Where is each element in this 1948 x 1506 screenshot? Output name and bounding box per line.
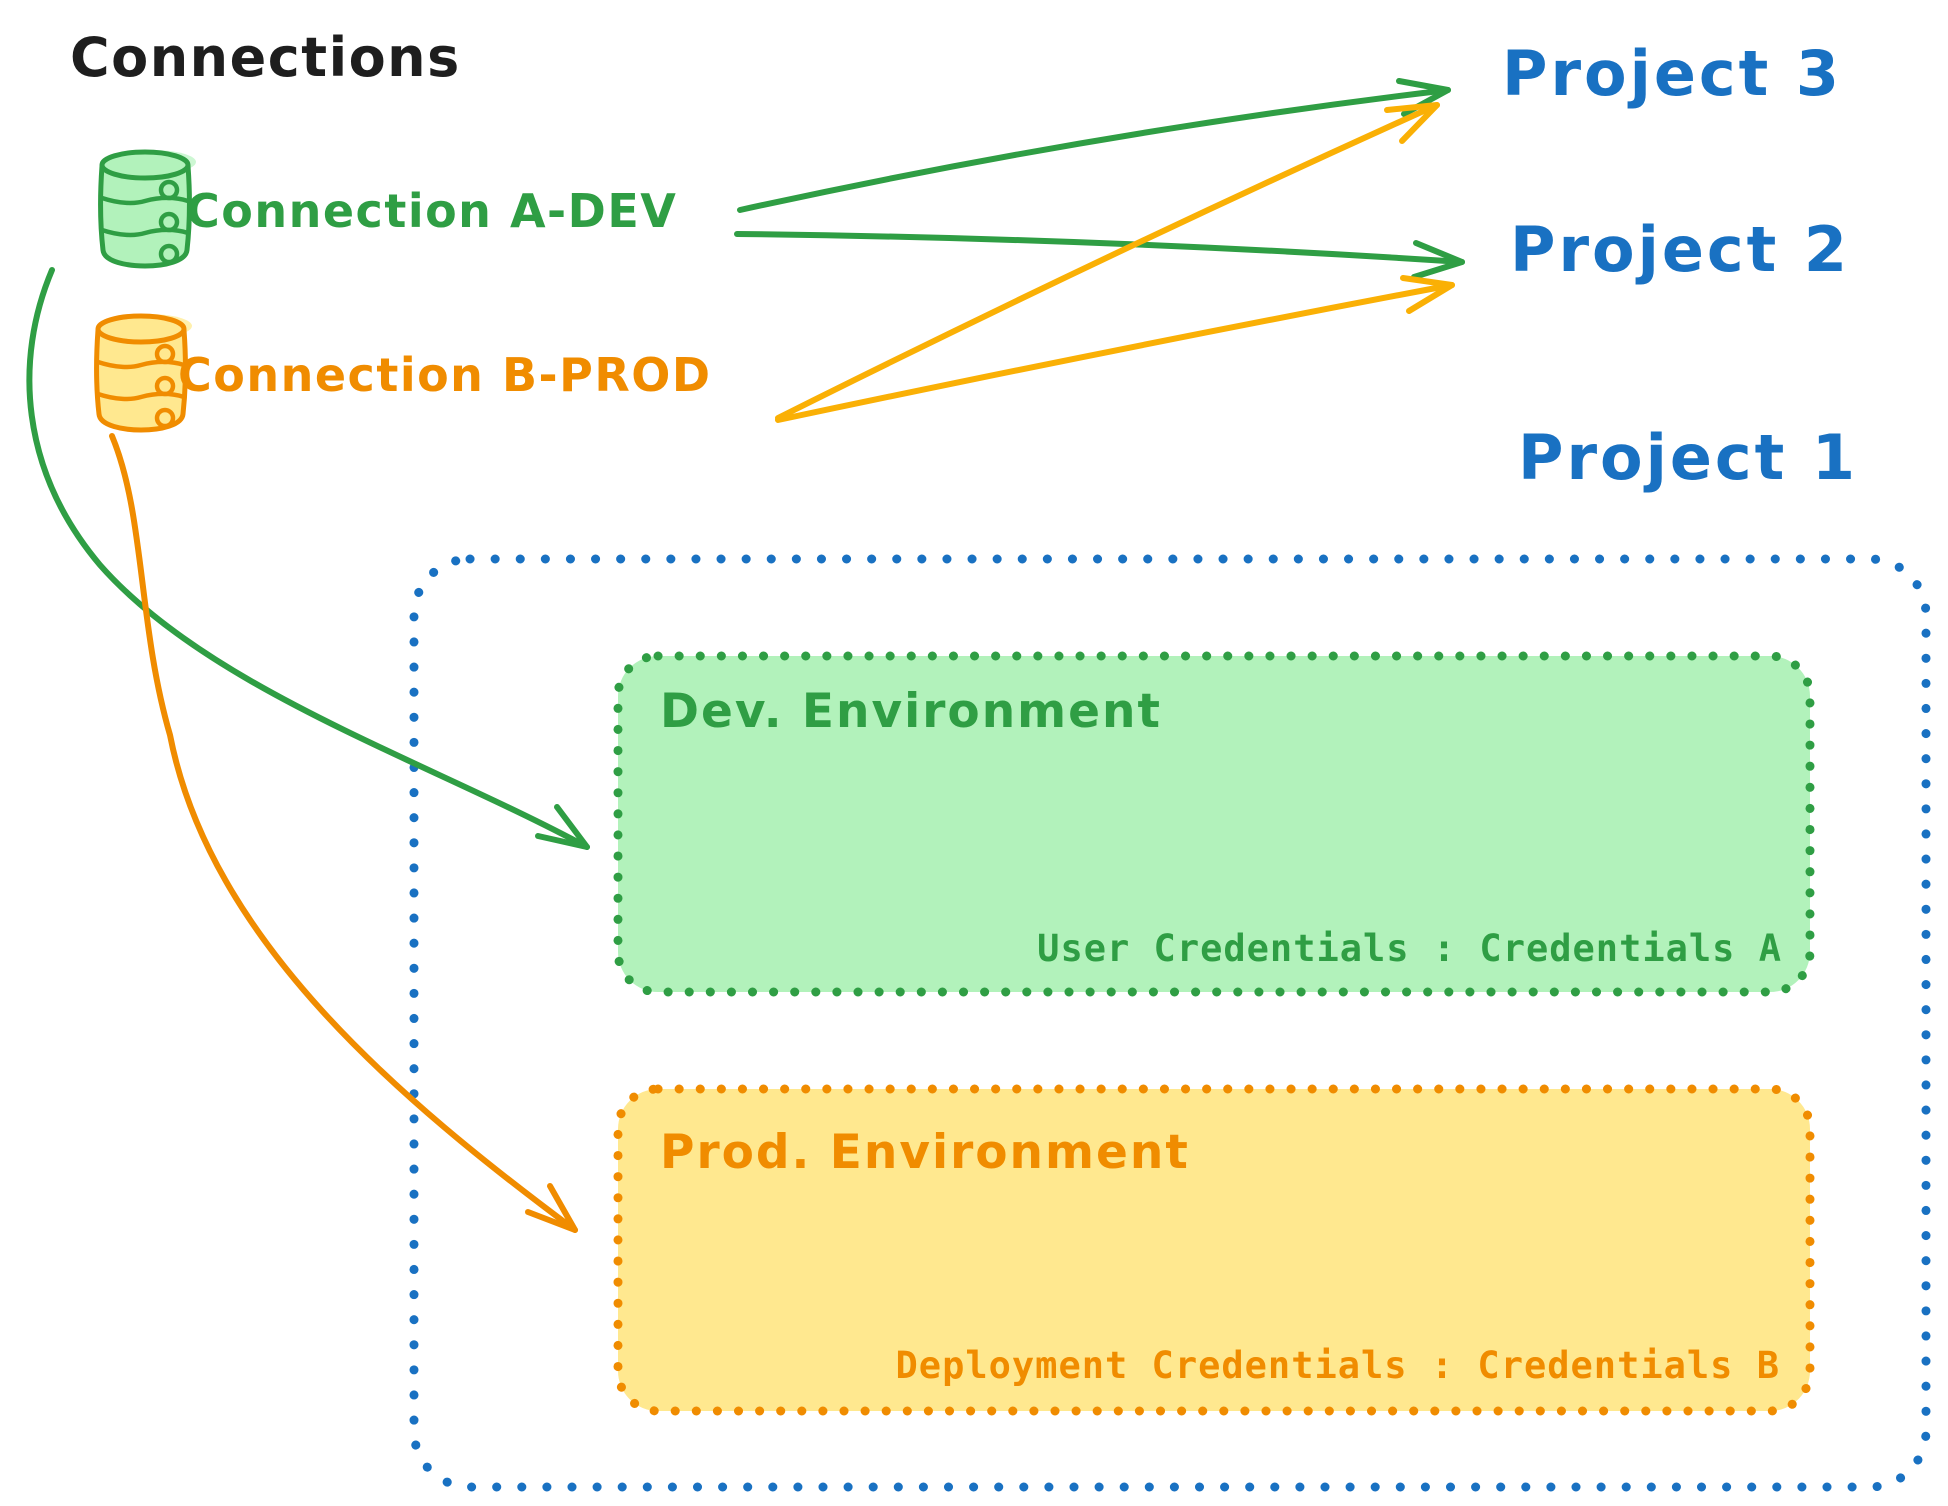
project-3-label: Project 3 xyxy=(1502,37,1843,110)
page-title: Connections xyxy=(70,26,461,89)
project-1-container xyxy=(409,554,1931,1492)
project-2-label: Project 2 xyxy=(1510,213,1851,286)
arrowhead-a-dev-to-project-3 xyxy=(1396,78,1451,117)
database-icon-a-dev xyxy=(98,149,196,269)
prod-environment-frame xyxy=(613,1084,1815,1416)
dev-environment-credentials: User Credentials : Credentials A xyxy=(1037,927,1782,970)
dev-environment-box: Dev. Environment User Credentials : Cred… xyxy=(612,650,1816,998)
prod-environment-credentials: Deployment Credentials : Credentials B xyxy=(895,1344,1780,1387)
arrow-b-prod-to-project-3 xyxy=(775,102,1440,421)
arrow-b-prod-to-project-2 xyxy=(775,282,1455,423)
dev-environment-frame xyxy=(613,651,1815,997)
arrowhead-b-prod-to-project-2 xyxy=(1400,275,1455,314)
project-1-label: Project 1 xyxy=(1518,421,1859,494)
prod-environment-box: Prod. Environment Deployment Credentials… xyxy=(612,1083,1816,1417)
arrow-a-dev-to-project-3 xyxy=(737,87,1451,213)
dev-environment-title: Dev. Environment xyxy=(660,684,1162,739)
connection-a-dev-label: Connection A-DEV xyxy=(186,184,678,238)
connection-b-prod-label: Connection B-PROD xyxy=(178,348,712,402)
prod-environment-title: Prod. Environment xyxy=(660,1125,1190,1180)
arrowhead-b-prod-to-project-3 xyxy=(1384,102,1440,144)
arrow-a-dev-to-project-2 xyxy=(734,231,1465,265)
arrowhead-a-dev-to-project-2 xyxy=(1411,240,1465,280)
